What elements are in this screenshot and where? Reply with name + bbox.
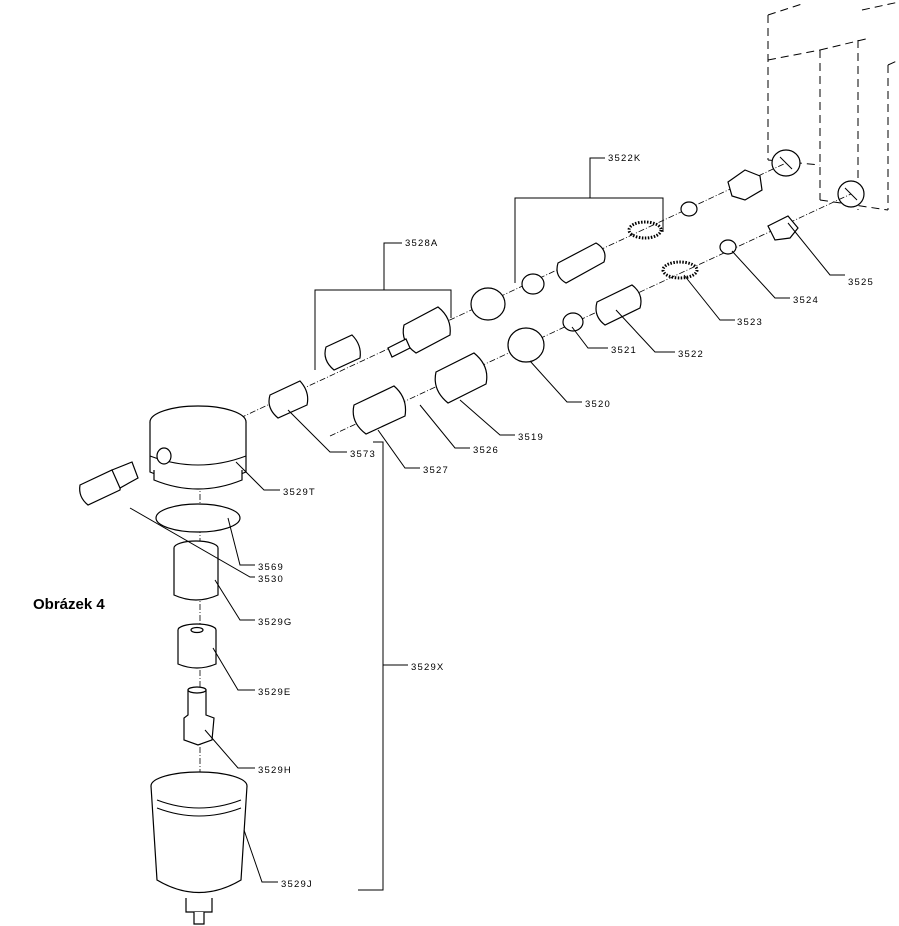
label-3573: 3573 bbox=[350, 449, 376, 460]
label-3529h: 3529H bbox=[258, 765, 292, 776]
label-3529j: 3529J bbox=[281, 879, 313, 890]
side-fitting bbox=[79, 461, 139, 506]
element-3529g bbox=[173, 540, 219, 601]
label-3522k: 3522K bbox=[608, 153, 641, 164]
upper-row-parts bbox=[268, 169, 763, 419]
label-3569: 3569 bbox=[258, 562, 284, 573]
part-labels: 3522K 3528A 3525 3524 3523 3522 3521 352… bbox=[258, 153, 874, 890]
label-3525: 3525 bbox=[848, 277, 874, 288]
label-3527: 3527 bbox=[423, 465, 449, 476]
label-3524: 3524 bbox=[793, 295, 819, 306]
label-3526: 3526 bbox=[473, 445, 499, 456]
label-3529x: 3529X bbox=[411, 662, 444, 673]
label-3529t: 3529T bbox=[283, 487, 316, 498]
filter-head-3529t bbox=[149, 405, 247, 490]
label-3523: 3523 bbox=[737, 317, 763, 328]
label-3529g: 3529G bbox=[258, 617, 293, 628]
label-3530: 3530 bbox=[258, 574, 284, 585]
label-3520: 3520 bbox=[585, 399, 611, 410]
leader-lines bbox=[129, 157, 845, 891]
bowl-3529j bbox=[150, 771, 248, 925]
label-3521: 3521 bbox=[611, 345, 637, 356]
o-ring-3569 bbox=[155, 503, 241, 533]
label-3522: 3522 bbox=[678, 349, 704, 360]
manifold-block bbox=[767, 1, 899, 211]
drain-3529h bbox=[183, 686, 215, 746]
element-3529e bbox=[177, 623, 217, 669]
label-3529e: 3529E bbox=[258, 687, 291, 698]
figure-caption: Obrázek 4 bbox=[33, 596, 105, 613]
label-3519: 3519 bbox=[518, 432, 544, 443]
lower-row-parts bbox=[352, 215, 799, 435]
label-3528a: 3528A bbox=[405, 238, 438, 249]
